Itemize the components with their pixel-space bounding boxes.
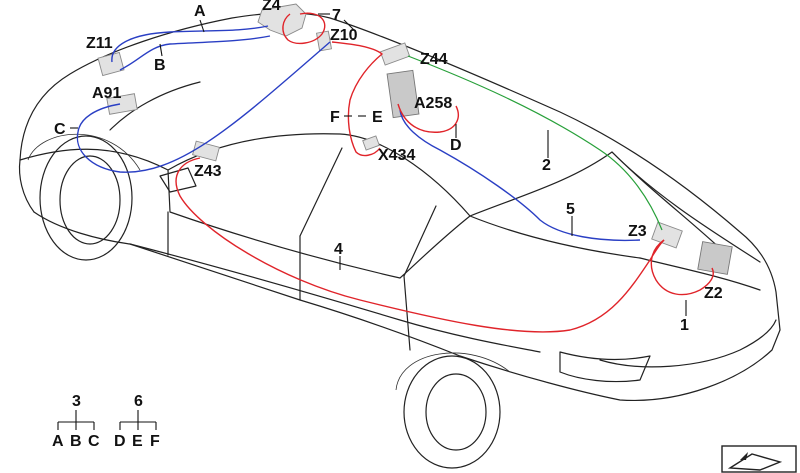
front-wheel-arch [27,133,141,171]
wire-7 [282,12,326,45]
component-z11 [97,51,125,77]
door-line-rear [403,275,411,351]
label-z11: Z11 [86,35,113,52]
legend-3-child-a: A [52,433,64,450]
label-a91: A91 [92,85,121,102]
leader-b [159,43,163,57]
component-z2 [697,241,733,275]
roof-outline [19,12,781,331]
label-2: 2 [542,157,551,174]
legend-tree-6: 6 D E F [114,393,160,450]
label-z44: Z44 [420,51,448,68]
label-5: 5 [566,201,575,218]
wire-5 [399,109,641,242]
wire-b [119,35,271,71]
front-wheel [39,135,133,261]
lower-body [33,211,781,402]
component-z44 [379,42,411,66]
leader-a [199,19,205,33]
hood-line [18,159,35,213]
legend-6-child-e: E [132,433,143,450]
callout-labels: A Z4 7 Z10 Z11 B A91 C Z44 A258 F E D X4… [54,0,723,334]
label-x434: X434 [378,147,415,164]
component-a258 [386,69,420,119]
label-z10: Z10 [330,27,358,44]
component-z3 [651,221,683,249]
b-pillar [299,147,343,237]
components [97,3,733,275]
legend-3-child-c: C [88,433,100,450]
label-z3: Z3 [628,223,647,240]
wire-c-loop [76,41,331,173]
wire-ef [331,41,384,157]
sill-line [129,243,541,353]
legend-6-child-f: F [150,433,160,450]
side-glass-outline [167,133,471,279]
legend-3-child-b: B [70,433,82,450]
rear-wheel [403,355,501,469]
rear-rim [425,373,487,451]
leader-lines [70,13,687,316]
leader-7-b [343,19,355,31]
rear-window-outline [469,151,725,259]
label-f: F [330,109,340,126]
view-orientation-icon [721,445,797,473]
trunk-outline [611,151,761,291]
car-body [18,12,781,469]
legend-tree-3: 3 A B C [52,393,100,450]
label-4: 4 [334,241,343,258]
label-7: 7 [332,7,341,24]
component-z43 [192,140,220,162]
windshield-outline [19,81,201,171]
wire-4 [175,157,665,333]
legend-6-parent: 6 [134,393,143,410]
label-a258: A258 [414,95,452,112]
wiring [76,12,714,333]
label-z2: Z2 [704,285,723,302]
label-z43: Z43 [194,163,222,180]
label-c: C [54,121,66,138]
legend-6-child-d: D [114,433,126,450]
front-rim [59,155,121,245]
wire-1 [650,239,714,296]
legend-3-parent: 3 [72,393,81,410]
wire-2 [407,55,663,231]
c-pillar [403,205,437,277]
rear-wheel-arch [395,352,511,391]
wire-a-top [111,25,269,63]
rear-bumper [599,319,777,368]
component-x434 [362,135,380,151]
taillight [559,351,651,383]
label-a: A [194,3,206,20]
label-z4: Z4 [262,0,281,14]
label-b: B [154,57,166,74]
label-d: D [450,137,462,154]
label-1: 1 [680,317,689,334]
component-z4 [257,3,307,37]
wire-d [397,103,459,133]
label-e: E [372,109,383,126]
